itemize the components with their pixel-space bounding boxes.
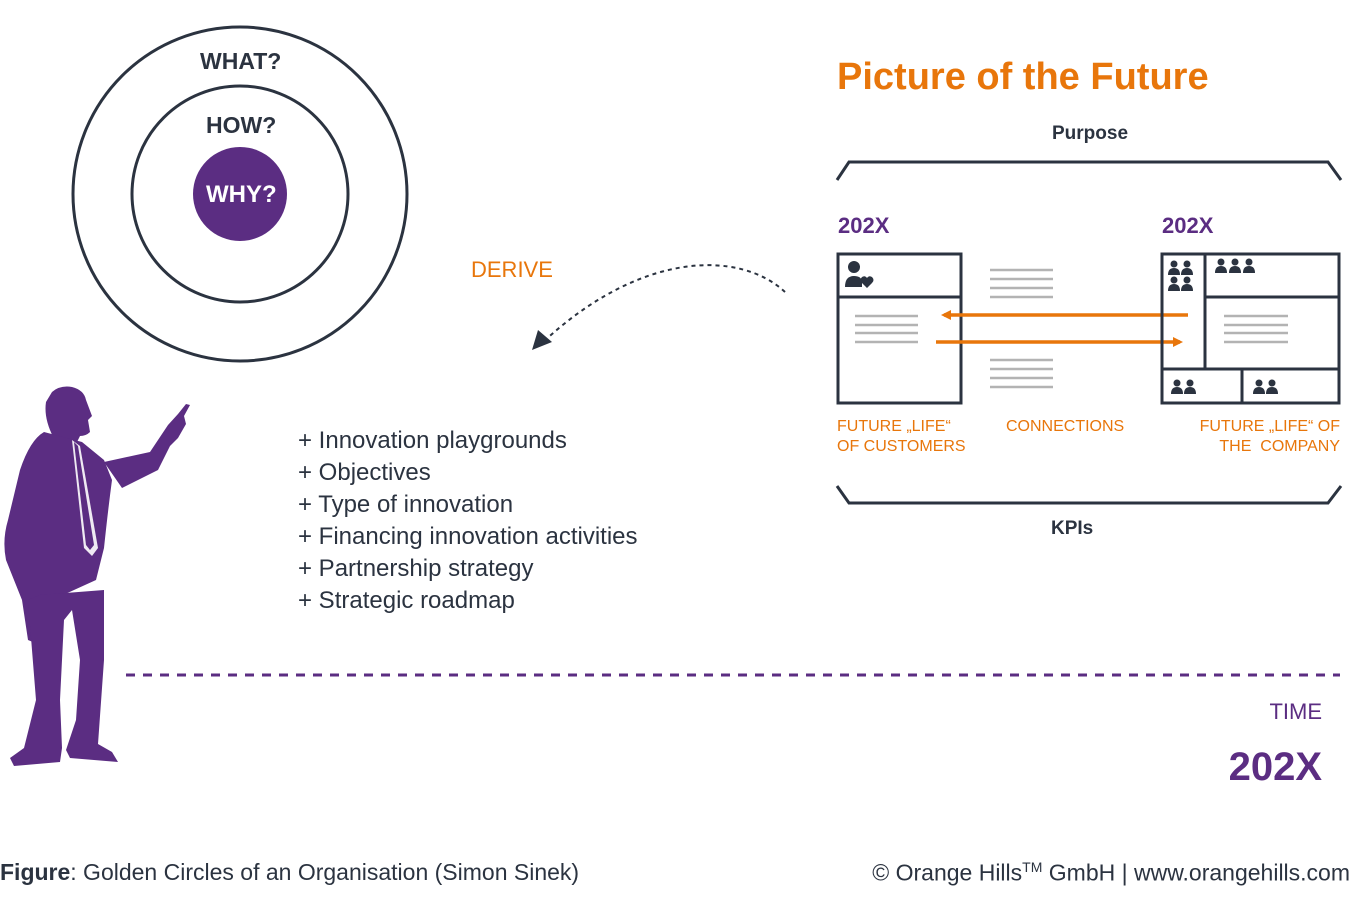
right-year: 202X [1162, 213, 1214, 238]
connections-text-lines-bottom [990, 358, 1053, 389]
golden-circles [71, 25, 409, 363]
customers-text-lines [855, 314, 918, 344]
company-box [1160, 252, 1341, 405]
derived-items-list: + Innovation playgrounds + Objectives + … [298, 425, 638, 617]
connections-text-lines-top [990, 268, 1053, 299]
picture-of-future-title: Picture of the Future [837, 56, 1209, 98]
what-circle [71, 25, 409, 363]
figure-caption: Figure: Golden Circles of an Organisatio… [0, 859, 579, 886]
why-circle [193, 147, 287, 241]
connections-caption: CONNECTIONS [1006, 418, 1125, 435]
list-item: + Strategic roadmap [298, 587, 515, 614]
derive-arrowhead [532, 330, 552, 350]
purpose-label: Purpose [1052, 123, 1129, 144]
copyright: © Orange HillsTM GmbH | www.orangehills.… [872, 859, 1350, 887]
kpis-bracket [835, 485, 1343, 505]
company-caption: FUTURE „LIFE“ OF THE COMPANY [1200, 417, 1340, 457]
time-year: 202X [1228, 745, 1322, 789]
list-item: + Objectives [298, 459, 431, 486]
person-heart-icon [845, 261, 874, 288]
customers-box [836, 252, 963, 405]
copyright-suffix: GmbH | www.orangehills.com [1042, 859, 1350, 886]
list-item: + Type of innovation [298, 491, 514, 518]
pointing-businessman-icon [4, 386, 190, 766]
what-label: WHAT? [200, 48, 282, 74]
figure-caption-text: : Golden Circles of an Organisation (Sim… [70, 859, 580, 885]
purpose-bracket [835, 160, 1343, 181]
customers-caption: FUTURE „LIFE“ OF CUSTOMERS [837, 417, 966, 457]
people-pair-icon [1171, 379, 1196, 394]
list-item: + Financing innovation activities [298, 523, 638, 550]
derive-label: DERIVE [471, 257, 553, 282]
company-text-lines [1224, 314, 1288, 344]
company-caption-line1: FUTURE „LIFE“ OF [1199, 418, 1340, 435]
derive-arrow [539, 264, 786, 346]
how-circle [130, 84, 350, 304]
kpis-label: KPIs [1051, 518, 1094, 539]
how-label: HOW? [206, 112, 277, 138]
group-icon [1168, 260, 1193, 291]
figure-label: Figure [0, 859, 71, 885]
company-caption-line2: THE COMPANY [1219, 438, 1340, 455]
time-label: TIME [1269, 699, 1322, 724]
customers-caption-line1: FUTURE „LIFE“ [837, 418, 951, 435]
copyright-prefix: © Orange Hills [872, 859, 1023, 886]
trademark-sup: TM [1022, 859, 1043, 875]
why-label: WHY? [206, 181, 277, 208]
left-year: 202X [838, 213, 890, 238]
list-item: + Partnership strategy [298, 555, 534, 582]
customers-caption-line2: OF CUSTOMERS [837, 438, 966, 455]
group-of-three-icon [1215, 258, 1255, 273]
people-pair-icon [1253, 379, 1278, 394]
list-item: + Innovation playgrounds [298, 427, 567, 454]
